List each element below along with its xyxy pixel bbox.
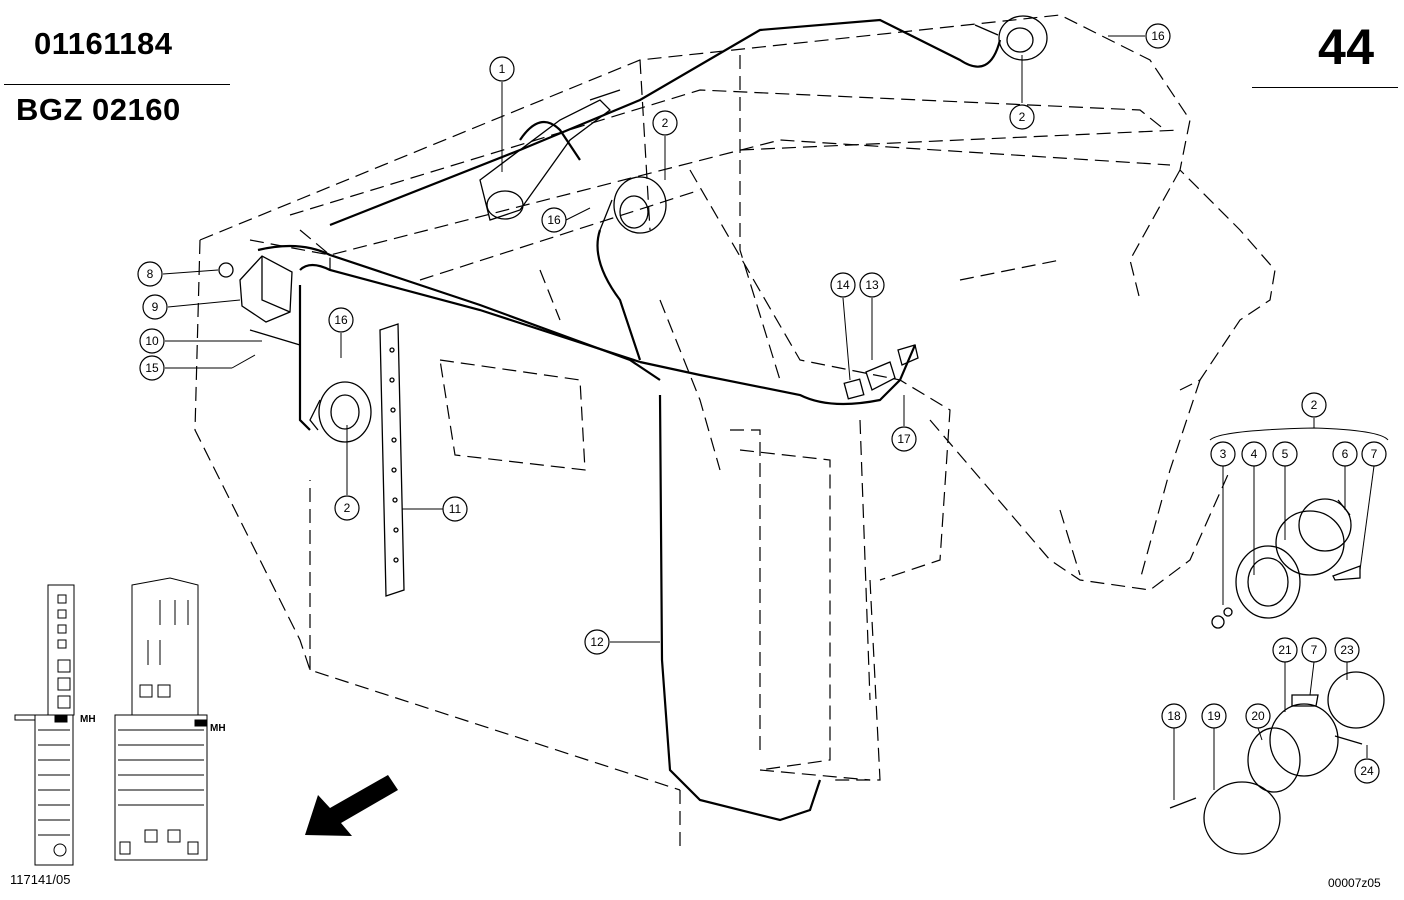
relay-box xyxy=(239,255,301,358)
svg-text:23: 23 xyxy=(1340,643,1354,657)
svg-text:6: 6 xyxy=(1342,447,1349,461)
overview-left-panel xyxy=(14,584,75,866)
leader-lines xyxy=(162,35,1389,800)
svg-text:20: 20 xyxy=(1251,709,1265,723)
svg-text:13: 13 xyxy=(865,278,879,292)
svg-text:2: 2 xyxy=(344,501,351,515)
svg-text:15: 15 xyxy=(145,361,159,375)
svg-text:4: 4 xyxy=(1251,447,1258,461)
svg-text:3: 3 xyxy=(1220,447,1227,461)
callout-14: 14 xyxy=(830,272,856,298)
svg-text:2: 2 xyxy=(662,116,669,130)
header-rule-right xyxy=(1252,87,1398,88)
horn-exploded xyxy=(1211,498,1361,629)
callout-markers: 1 2 2 2 2 3 4 5 6 7 7 8 9 10 11 12 13 14… xyxy=(137,23,1387,784)
switch-13 xyxy=(865,344,919,391)
callout-18: 18 xyxy=(1161,703,1187,729)
wiring-harness xyxy=(257,18,1002,822)
svg-text:14: 14 xyxy=(836,278,850,292)
bulb xyxy=(218,262,234,278)
horn-2 xyxy=(599,176,667,234)
callout-9: 9 xyxy=(142,294,168,320)
callout-17: 17 xyxy=(891,426,917,452)
direction-arrow xyxy=(305,775,398,836)
bgz-code: BGZ 02160 xyxy=(16,92,181,127)
svg-text:16: 16 xyxy=(334,313,348,327)
callout-2b: 2 xyxy=(1009,104,1035,130)
svg-text:12: 12 xyxy=(590,635,604,649)
svg-text:16: 16 xyxy=(547,213,561,227)
page-number: 44 xyxy=(1318,19,1375,75)
callout-10: 10 xyxy=(139,328,165,354)
cover-14 xyxy=(843,378,865,400)
callout-15: 15 xyxy=(139,355,165,381)
callout-24: 24 xyxy=(1354,758,1380,784)
callout-5: 5 xyxy=(1272,441,1298,467)
drawing-reference-right: 00007z05 xyxy=(1328,876,1381,890)
callout-2a: 2 xyxy=(652,110,678,136)
motor-unit xyxy=(479,89,621,221)
drawing-reference-left: 117141/05 xyxy=(10,872,71,887)
bracket-strip xyxy=(379,323,405,597)
svg-text:17: 17 xyxy=(897,432,911,446)
header-rule-left xyxy=(4,84,230,85)
callout-7b: 7 xyxy=(1301,637,1327,663)
callout-11: 11 xyxy=(442,496,468,522)
horn-1 xyxy=(309,381,372,443)
callout-16c: 16 xyxy=(328,307,354,333)
parts xyxy=(218,15,1385,855)
callout-16b: 16 xyxy=(541,207,567,233)
svg-text:8: 8 xyxy=(147,267,154,281)
svg-text:5: 5 xyxy=(1282,447,1289,461)
callout-7a: 7 xyxy=(1361,441,1387,467)
callout-16a: 16 xyxy=(1145,23,1171,49)
callout-2d: 2 xyxy=(1301,392,1327,418)
svg-text:10: 10 xyxy=(145,334,159,348)
callout-21: 21 xyxy=(1272,637,1298,663)
vehicle-outline xyxy=(194,14,1276,850)
callout-8: 8 xyxy=(137,261,163,287)
callout-13: 13 xyxy=(859,272,885,298)
document-number: 01161184 xyxy=(34,26,173,61)
overview-label-a: MH xyxy=(80,714,96,725)
svg-text:2: 2 xyxy=(1019,110,1026,124)
svg-text:24: 24 xyxy=(1360,764,1374,778)
callout-23: 23 xyxy=(1334,637,1360,663)
svg-text:2: 2 xyxy=(1311,398,1318,412)
svg-text:7: 7 xyxy=(1311,643,1318,657)
horn-exploded-2 xyxy=(1169,671,1385,855)
callout-3: 3 xyxy=(1210,441,1236,467)
callout-19: 19 xyxy=(1201,703,1227,729)
callout-12: 12 xyxy=(584,629,610,655)
svg-text:19: 19 xyxy=(1207,709,1221,723)
callout-6: 6 xyxy=(1332,441,1358,467)
svg-text:16: 16 xyxy=(1151,29,1165,43)
callout-2c: 2 xyxy=(334,495,360,521)
fusebox-overview: MH MH xyxy=(14,577,226,866)
svg-text:18: 18 xyxy=(1167,709,1181,723)
svg-text:7: 7 xyxy=(1371,447,1378,461)
callout-1: 1 xyxy=(489,56,515,82)
overview-label-b: MH xyxy=(210,723,226,734)
overview-right-panel xyxy=(114,577,208,861)
svg-text:11: 11 xyxy=(449,502,462,516)
callout-4: 4 xyxy=(1241,441,1267,467)
svg-text:1: 1 xyxy=(499,62,506,76)
svg-text:9: 9 xyxy=(152,300,159,314)
callout-20: 20 xyxy=(1245,703,1271,729)
svg-text:21: 21 xyxy=(1278,643,1292,657)
horn-3 xyxy=(974,15,1048,61)
